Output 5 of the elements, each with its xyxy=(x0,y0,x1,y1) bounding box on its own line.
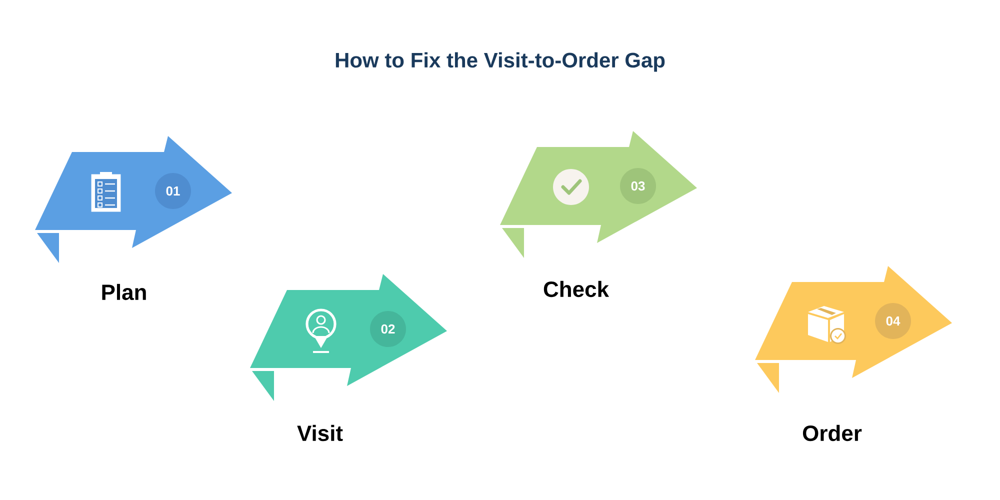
title: How to Fix the Visit-to-Order Gap xyxy=(336,52,665,72)
step-label: Order xyxy=(802,424,862,442)
step-label: Check xyxy=(544,280,610,298)
step-label: Visit xyxy=(297,424,343,442)
step-label: Plan xyxy=(102,284,146,300)
